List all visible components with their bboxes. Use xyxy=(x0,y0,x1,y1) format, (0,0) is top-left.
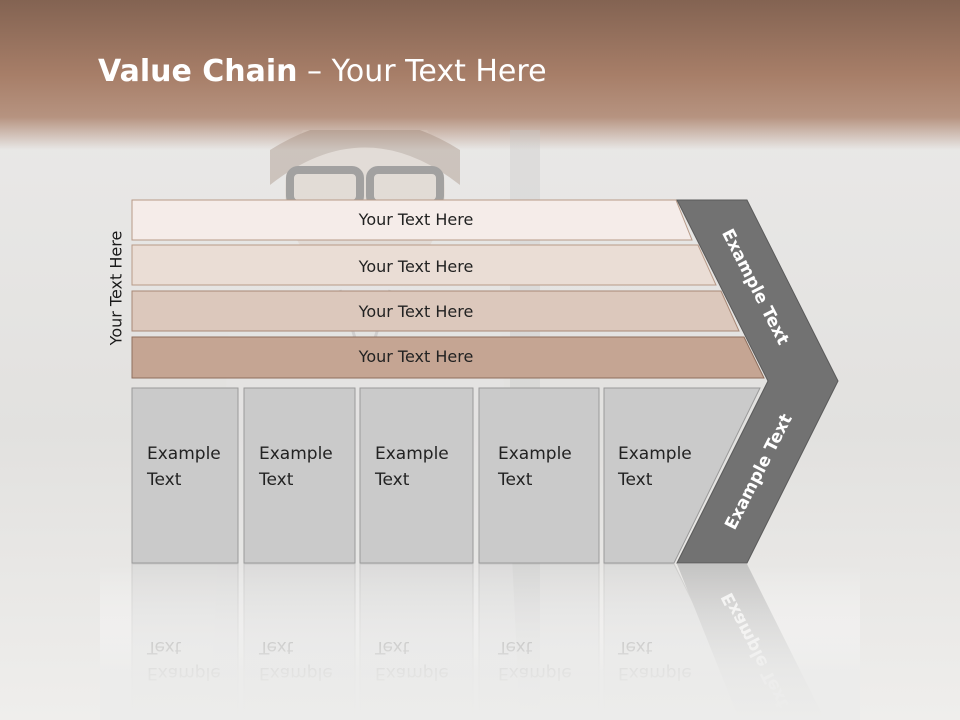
title-bold: Value Chain xyxy=(98,54,298,89)
row-4: Your Text Here xyxy=(131,336,765,379)
chevron-arrow xyxy=(676,199,839,564)
header-band xyxy=(0,0,960,150)
box-5-line1: Example xyxy=(618,444,692,464)
box-3: Example Text xyxy=(359,387,474,564)
row-4-label: Your Text Here xyxy=(358,347,474,366)
row-2: Your Text Here xyxy=(131,244,717,286)
box-1-shape xyxy=(131,387,239,564)
row-1-label: Your Text Here xyxy=(358,210,474,229)
row-3-label: Your Text Here xyxy=(358,302,474,321)
row-1-shape xyxy=(131,199,693,241)
row-3: Your Text Here xyxy=(131,290,740,332)
row-4-shape xyxy=(131,336,765,379)
box-2-line1: Example xyxy=(259,444,333,464)
row-2-shape xyxy=(131,244,717,286)
row-1: Your Text Here xyxy=(131,199,693,241)
box-4-line1: Example xyxy=(498,444,572,464)
box-5-shape xyxy=(603,387,761,564)
box-2: Example Text xyxy=(243,387,356,564)
box-1: Example Text xyxy=(131,387,239,564)
row-3-shape xyxy=(131,290,740,332)
box-4-line2: Text xyxy=(497,470,533,490)
box-5: Example Text xyxy=(603,387,761,564)
box-2-line2: Text xyxy=(258,470,294,490)
row-2-label: Your Text Here xyxy=(358,257,474,276)
title-rest: – Your Text Here xyxy=(297,54,547,89)
box-2-shape xyxy=(243,387,356,564)
box-1-line1: Example xyxy=(147,444,221,464)
slide-title: Value Chain – Your Text Here xyxy=(98,54,547,89)
box-3-line2: Text xyxy=(374,470,410,490)
box-4: Example Text xyxy=(478,387,600,564)
box-1-line2: Text xyxy=(146,470,182,490)
box-3-shape xyxy=(359,387,474,564)
box-5-line2: Text xyxy=(617,470,653,490)
reflection-fade xyxy=(100,565,860,720)
box-3-line1: Example xyxy=(375,444,449,464)
box-4-shape xyxy=(478,387,600,564)
